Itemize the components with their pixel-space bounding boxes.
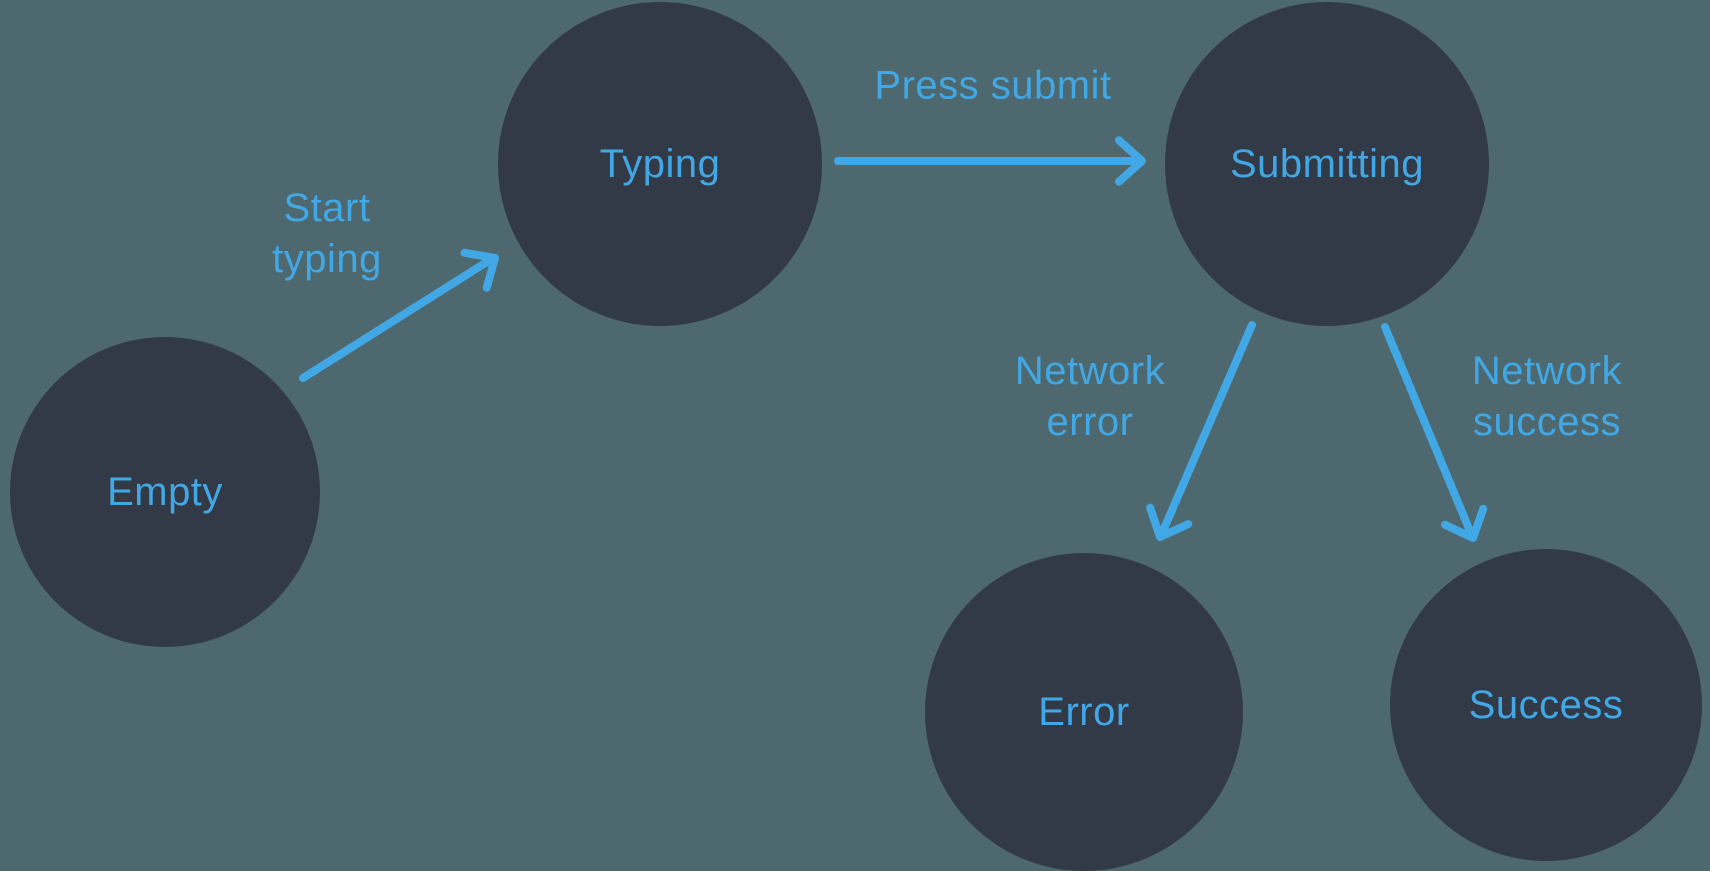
- state-label-success: Success: [1468, 682, 1624, 727]
- state-node-empty: Empty: [10, 337, 320, 647]
- transition-label-line: Start: [283, 186, 371, 230]
- state-label-error: Error: [1038, 689, 1130, 734]
- transition-label-network-error: Network error: [1015, 346, 1165, 448]
- state-node-typing: Typing: [498, 2, 822, 326]
- state-label-submitting: Submitting: [1230, 141, 1424, 186]
- state-node-success: Success: [1390, 549, 1702, 861]
- transition-label-line: success: [1472, 400, 1621, 444]
- state-label-empty: Empty: [107, 469, 223, 514]
- state-label-typing: Typing: [599, 141, 721, 186]
- transition-label-press-submit: Press submit: [874, 61, 1111, 112]
- state-node-error: Error: [925, 553, 1243, 871]
- state-node-submitting: Submitting: [1165, 2, 1489, 326]
- transition-arrow-typing-submitting: [834, 136, 1146, 186]
- transition-arrow-submitting-error: [1146, 321, 1256, 541]
- transition-label-start-typing: Start typing: [272, 183, 382, 285]
- transition-label-line: error: [1046, 400, 1134, 444]
- transition-arrow-submitting-success: [1381, 323, 1488, 542]
- transition-label-line: Press submit: [874, 63, 1112, 108]
- transition-label-line: Network: [1471, 349, 1623, 393]
- transition-label-line: Network: [1014, 349, 1166, 393]
- transition-label-line: typing: [272, 237, 382, 281]
- transition-label-network-success: Network success: [1472, 346, 1622, 448]
